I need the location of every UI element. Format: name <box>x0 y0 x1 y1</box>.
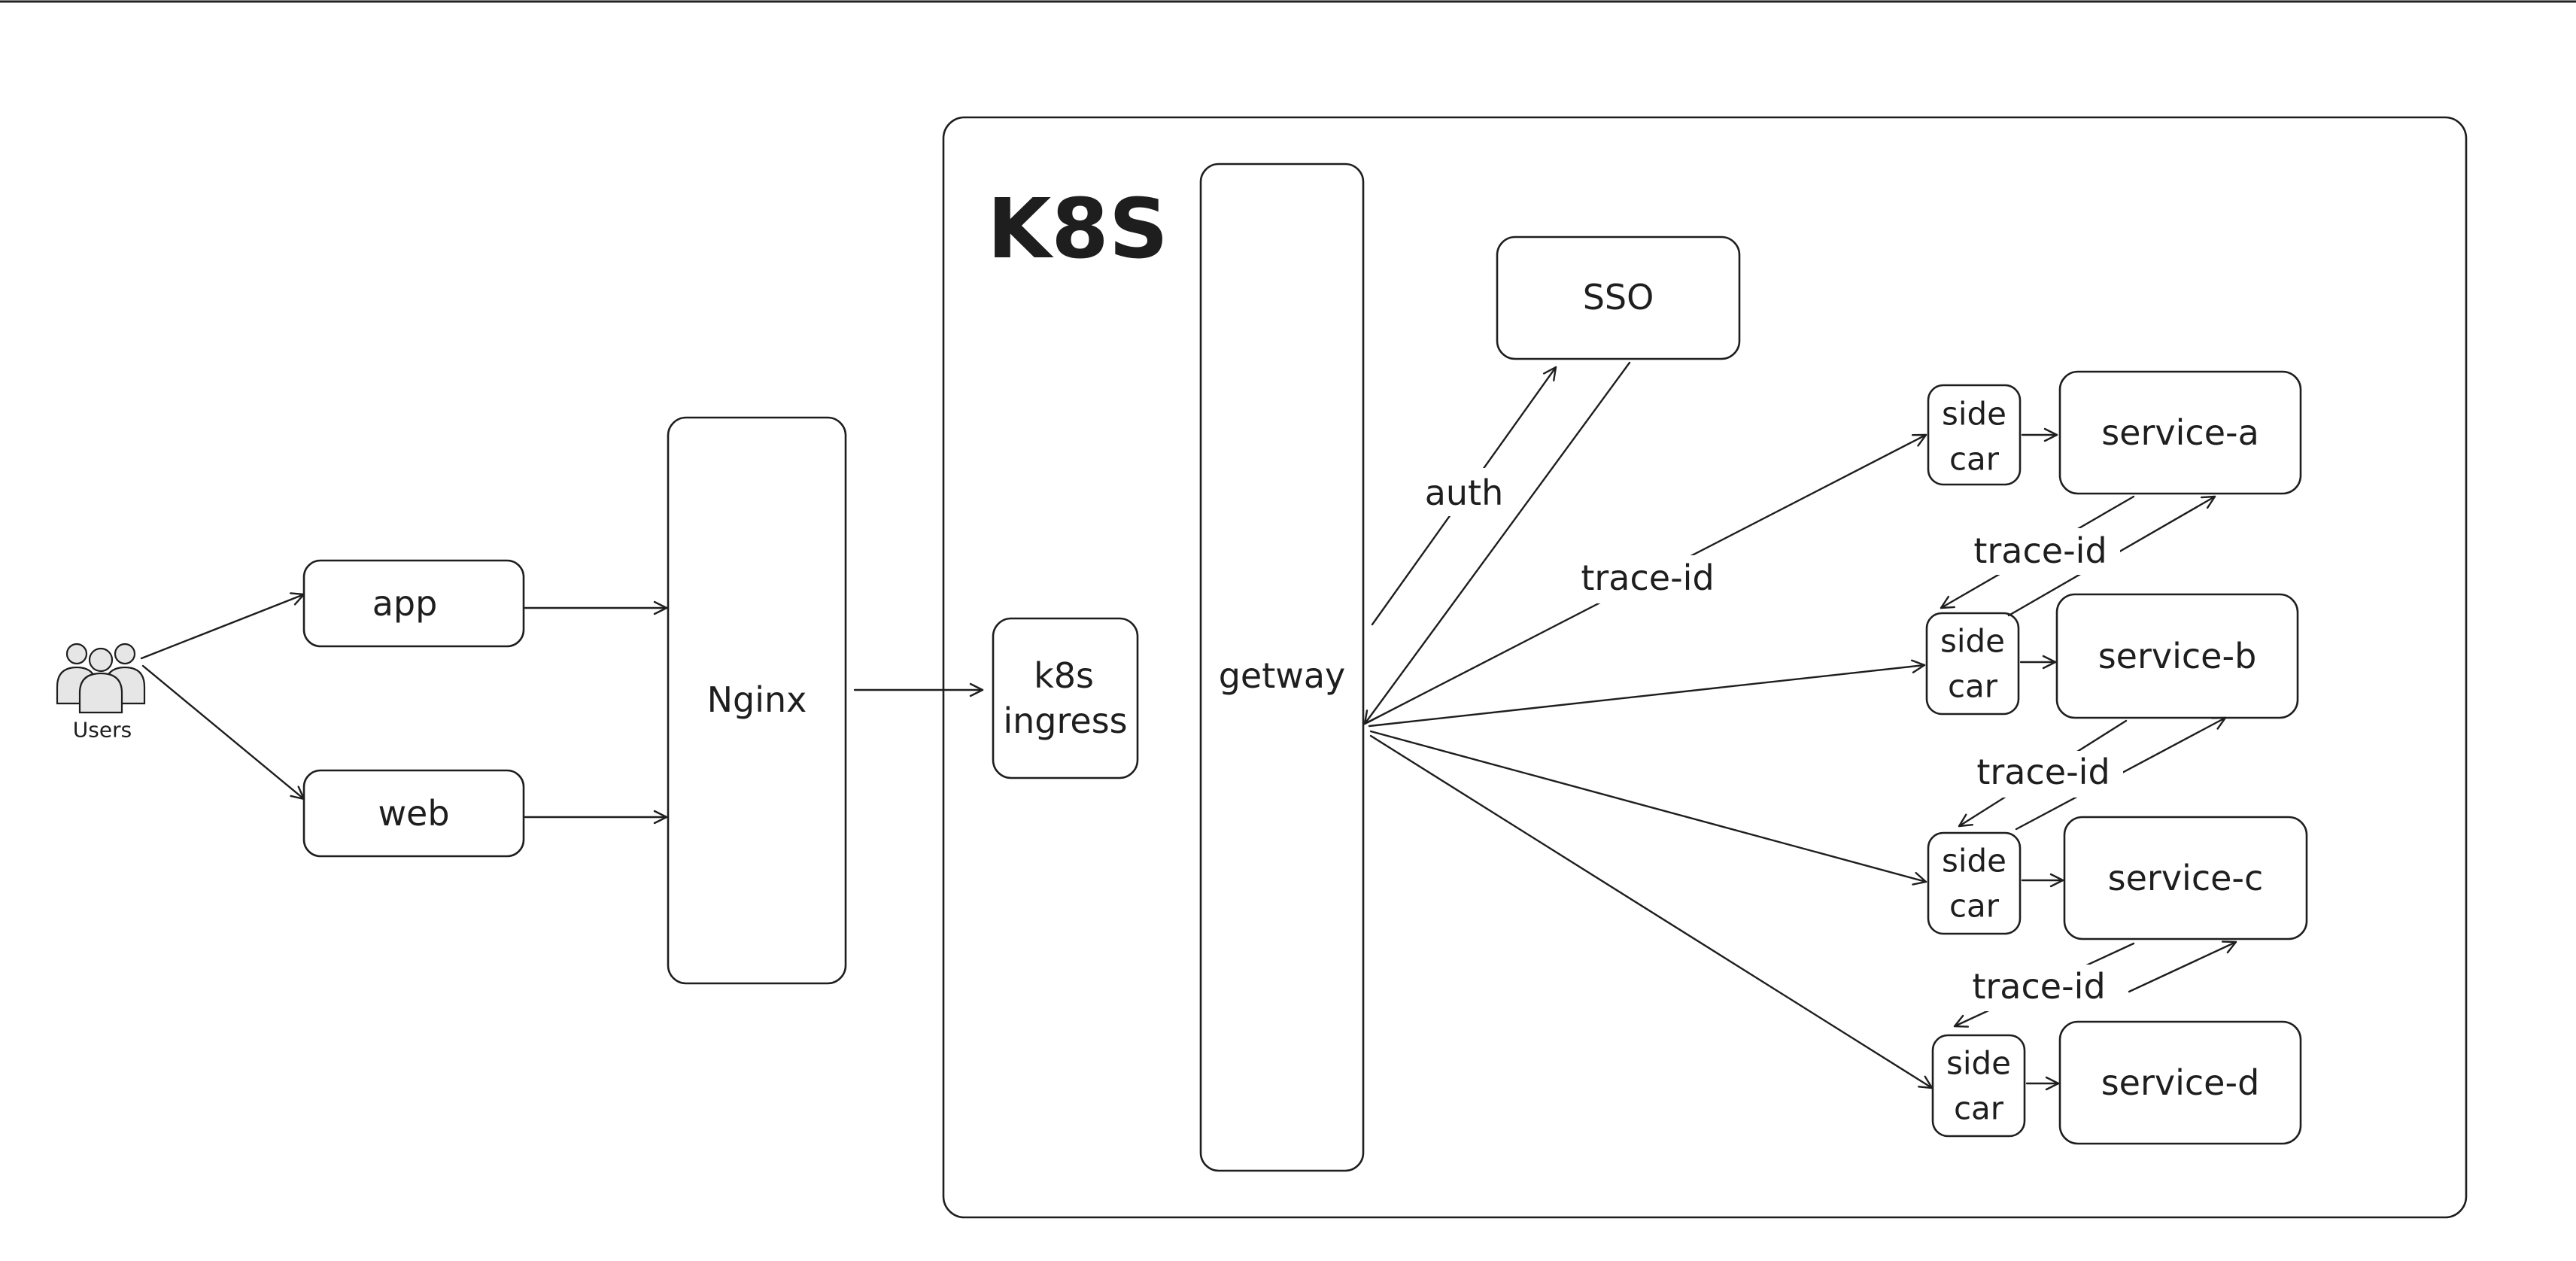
sidecar-a: side car <box>1927 384 2022 486</box>
gateway-label: getway <box>1219 655 1346 696</box>
gateway-node: getway <box>1199 163 1365 1172</box>
service-b-label: service-b <box>2098 636 2257 676</box>
service-d-label: service-d <box>2101 1062 2260 1103</box>
gateway-to-sidecar-c-arrow <box>1369 730 1927 886</box>
users-to-web-arrow <box>141 664 305 801</box>
service-a-node: service-a <box>2058 370 2302 495</box>
users-icon <box>56 643 146 714</box>
trace-id-main-label: trace-id <box>1581 558 1714 598</box>
service-c-node: service-c <box>2063 816 2308 940</box>
app-label: app <box>372 583 438 624</box>
auth-label: auth <box>1425 472 1504 513</box>
sidecar-b-line1: side <box>1940 623 2005 660</box>
users-to-app-arrow <box>140 592 305 660</box>
users-label: Users <box>73 718 132 743</box>
ingress-label-line1: k8s <box>1034 655 1094 696</box>
gateway-to-sidecar-b-arrow <box>1368 659 1926 728</box>
ingress-node: k8s ingress <box>992 617 1139 779</box>
trace-id-bc-label: trace-id <box>1976 752 2110 792</box>
service-b-node: service-b <box>2055 593 2299 719</box>
edge-labels: auth trace-id trace-id trace-id trace-id <box>1414 468 2123 1011</box>
sso-to-gateway-arrow <box>1363 361 1631 725</box>
ingress-label-line2: ingress <box>1003 700 1127 741</box>
sidecar-d-line1: side <box>1946 1045 2011 1082</box>
app-node: app <box>302 559 525 648</box>
sidecar-a-line1: side <box>1942 396 2006 433</box>
trace-id-cd-label: trace-id <box>1972 966 2105 1007</box>
users-group: Users <box>56 643 146 743</box>
gateway-to-sidecar-d-arrow <box>1369 734 1934 1089</box>
sso-label: SSO <box>1583 277 1654 318</box>
web-label: web <box>378 793 449 834</box>
service-d-node: service-d <box>2058 1020 2302 1145</box>
sidecar-b: side car <box>1925 612 2020 716</box>
sidecar-d-to-service-c-arrow <box>2128 940 2237 993</box>
trace-id-ab-label: trace-id <box>1973 530 2107 571</box>
web-node: web <box>302 769 525 858</box>
sidecar-d-line2: car <box>1954 1090 2004 1127</box>
cluster-title: K8S <box>987 181 1168 277</box>
service-a-label: service-a <box>2101 412 2259 453</box>
sso-node: SSO <box>1496 235 1741 360</box>
nginx-label: Nginx <box>707 679 807 720</box>
service-c-label: service-c <box>2108 858 2264 898</box>
sidecar-d: side car <box>1931 1034 2026 1138</box>
sidecar-c-line2: car <box>1949 888 2000 925</box>
nginx-node: Nginx <box>667 416 847 985</box>
sidecar-b-line2: car <box>1948 668 1998 705</box>
sidecar-c: side car <box>1927 831 2022 935</box>
sidecar-a-line2: car <box>1949 441 2000 478</box>
sidecar-c-line1: side <box>1942 843 2006 880</box>
